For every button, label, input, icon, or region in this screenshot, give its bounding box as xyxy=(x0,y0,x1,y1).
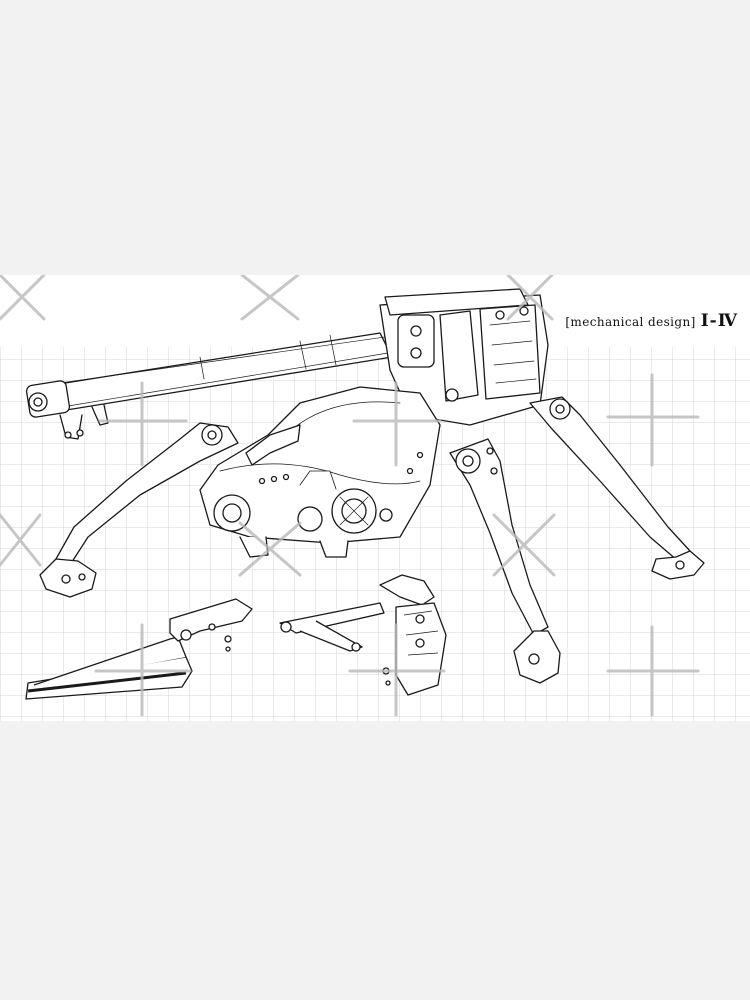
drawing-canvas xyxy=(0,275,750,721)
arm-part xyxy=(279,574,447,696)
turret-breech xyxy=(379,288,549,426)
design-caption: [mechanical design] I-Ⅳ xyxy=(565,311,738,331)
caption-text: [mechanical design] xyxy=(565,315,696,329)
front-left-leg xyxy=(39,422,239,598)
rear-right-leg xyxy=(529,396,705,580)
walker-mech xyxy=(25,288,705,684)
caption-numeral: I-Ⅳ xyxy=(700,311,738,331)
blade-part xyxy=(25,598,253,700)
cross-x-watermark-icon xyxy=(0,275,556,577)
plus-watermark-icon xyxy=(94,373,700,717)
cannon-barrel xyxy=(25,332,393,440)
left-rear-leg xyxy=(245,424,301,466)
front-right-leg xyxy=(449,438,561,684)
mechanical-design-artwork: [mechanical design] I-Ⅳ xyxy=(0,275,750,721)
